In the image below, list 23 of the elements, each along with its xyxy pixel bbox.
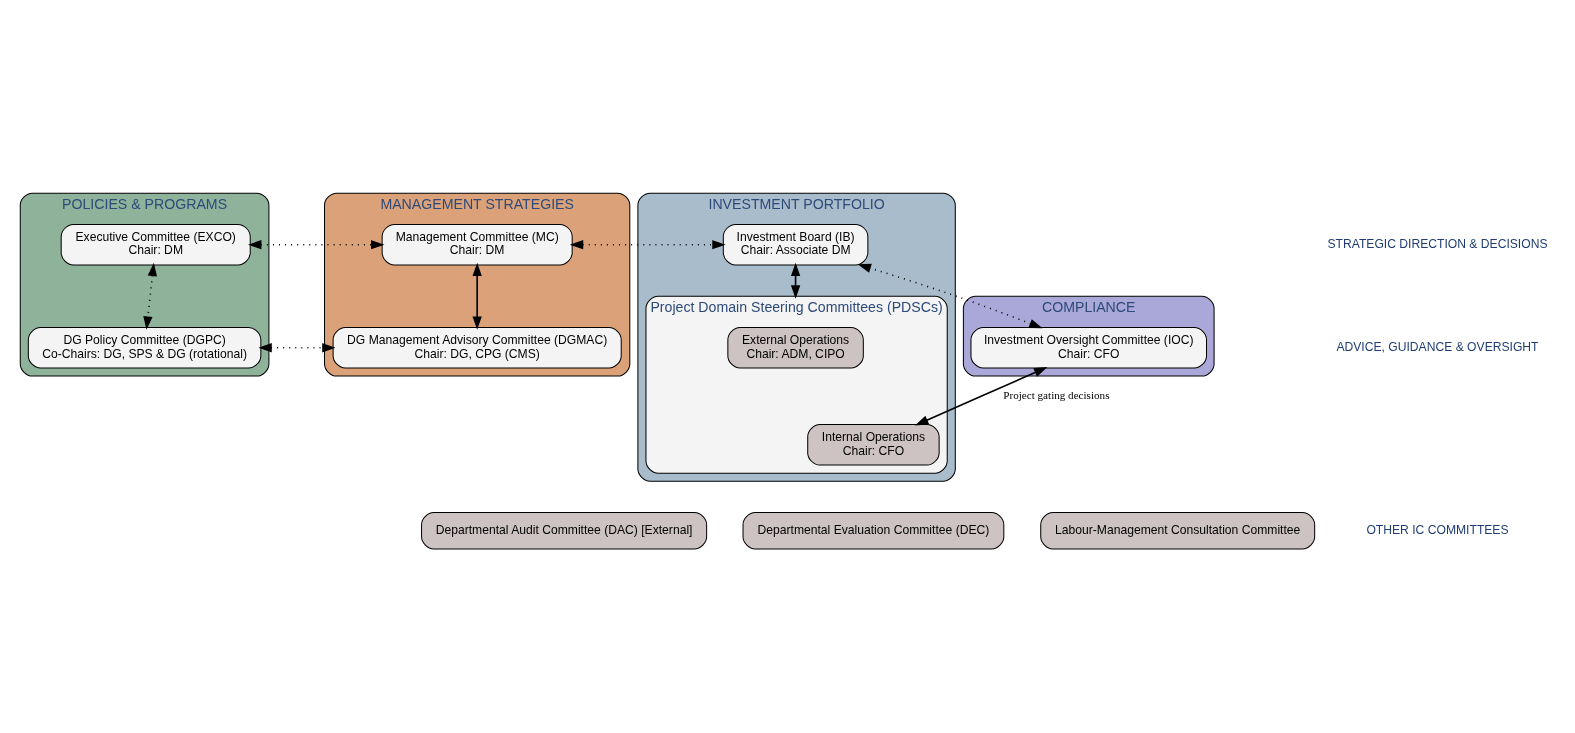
arrow — [248, 239, 385, 249]
node-box: Internal Operations Chair: CFO — [807, 423, 940, 466]
arrow — [857, 263, 1043, 328]
node-box: DG Management Advisory Committee (DGMAC) Chair: DG, CPG (CMS) — [332, 326, 622, 368]
node-box: Investment Oversight Committee (IOC) Chair: CFO — [970, 326, 1207, 368]
arrow — [258, 342, 336, 352]
arrow — [569, 239, 726, 249]
node-box: DG Policy Committee (DGPC) Co-Chairs: DG, SPS & DG (rotational) — [27, 326, 262, 368]
label: ADVICE, GUIDANCE & OVERSIGHT — [1336, 339, 1539, 354]
node-box: Investment Board (IB) Chair: Associate DM — [722, 223, 869, 265]
arrow — [915, 366, 1048, 425]
arrow — [472, 262, 482, 330]
node-box: Management Committee (MC) Chair: DM — [381, 223, 573, 265]
edge-label: Project gating decisions — [1003, 388, 1110, 401]
node-box: Departmental Audit Committee (DAC) [External] — [421, 511, 708, 549]
node-box: Departmental Evaluation Committee (DEC) — [742, 511, 1005, 549]
node-box: Labour-Management Consultation Committee — [1040, 511, 1316, 549]
node-box: External Operations Chair: ADM, CIPO — [727, 326, 864, 368]
node-box: Executive Committee (EXCO) Chair: DM — [60, 223, 251, 265]
label: OTHER IC COMMITTEES — [1366, 522, 1509, 537]
arrow — [143, 262, 157, 330]
arrow — [790, 262, 801, 299]
label: STRATEGIC DIRECTION & DECISIONS — [1327, 236, 1548, 251]
